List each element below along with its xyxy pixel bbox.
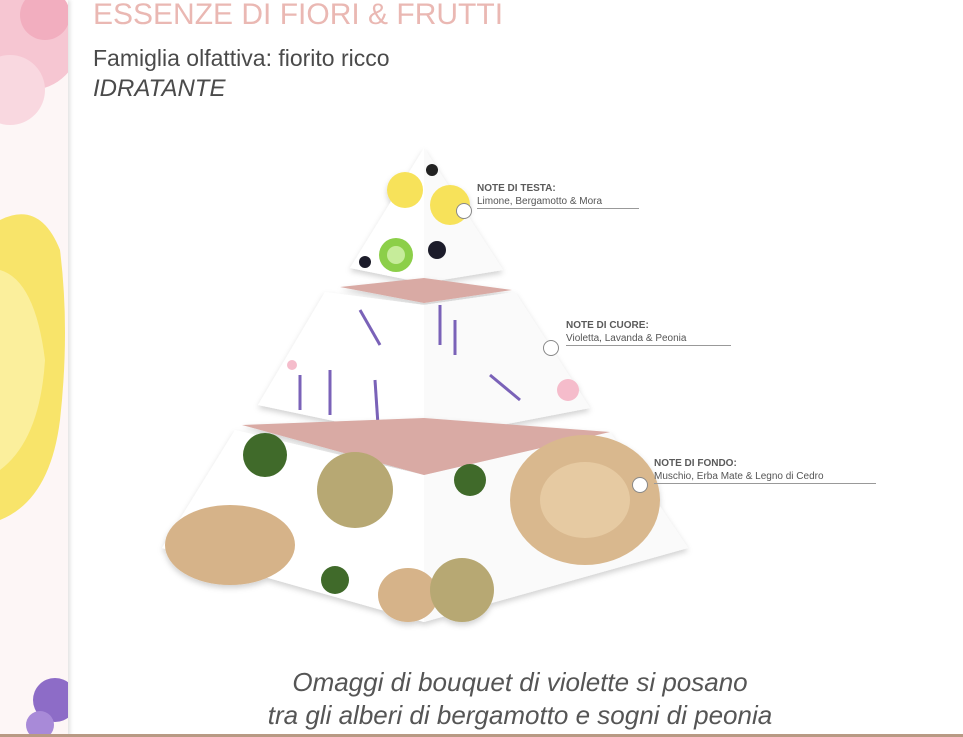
top-notes: NOTE DI TESTA: Limone, Bergamotto & Mora [477,182,639,209]
top-notes-heading: NOTE DI TESTA: [477,183,556,194]
top-notes-items: Limone, Bergamotto & Mora [477,195,639,209]
base-notes: NOTE DI FONDO: Muschio, Erba Mate & Legn… [654,457,876,484]
floral-side-image [0,0,68,737]
base-notes-items: Muschio, Erba Mate & Legno di Cedro [654,470,876,484]
benefit-label: IDRATANTE [93,75,226,102]
pyramid-middle-tier [258,278,590,440]
base-notes-heading: NOTE DI FONDO: [654,458,737,469]
heart-notes-items: Violetta, Lavanda & Peonia [566,332,731,346]
note-marker-heart [543,340,559,356]
bottom-divider [0,734,963,737]
heart-notes-heading: NOTE DI CUORE: [566,320,649,331]
pyramid-bottom-tier [162,418,688,622]
tagline-line-1: Omaggi di bouquet di violette si posano [292,667,748,697]
heart-notes: NOTE DI CUORE: Violetta, Lavanda & Peoni… [566,319,731,346]
floral-decoration [0,0,68,737]
note-marker-top [456,203,472,219]
tagline-line-2: tra gli alberi di bergamotto e sogni di … [267,700,773,730]
olfactory-family: Famiglia olfattiva: fiorito ricco [93,45,390,71]
pyramid-top-tier [350,148,503,283]
page-title: ESSENZE DI FIORI & FRUTTI [93,0,504,31]
note-marker-base [632,477,648,493]
